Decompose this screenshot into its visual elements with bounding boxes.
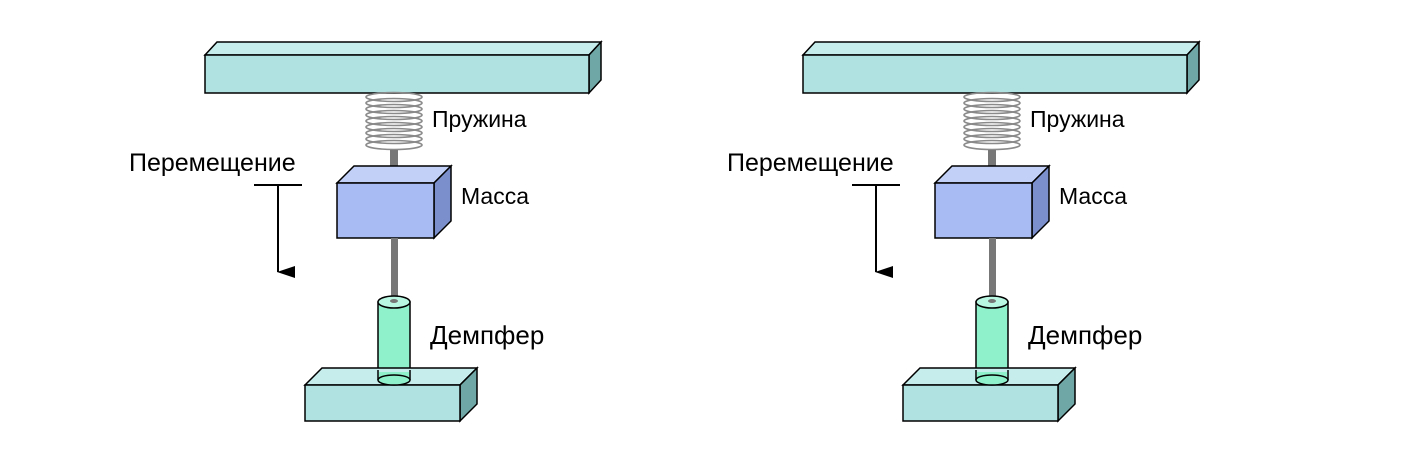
mass-label: Масса	[1059, 183, 1127, 209]
spring-label: Пружина	[432, 106, 527, 132]
top-beam	[203, 40, 603, 95]
damper-label: Демпфер	[430, 320, 544, 350]
displacement-arrow	[254, 184, 302, 278]
spring-rod	[988, 150, 996, 174]
base-block	[303, 366, 479, 423]
diagram-left: Пружина Масса Демпфер Перемещение	[129, 40, 603, 423]
base-block	[901, 366, 1077, 423]
top-beam	[801, 40, 1201, 95]
damper-rod	[989, 238, 996, 298]
diagram-right: Пружина Масса Демпфер Перемещение	[727, 40, 1201, 423]
mass-block	[933, 164, 1051, 240]
mass-block	[335, 164, 453, 240]
damper-rod	[391, 238, 398, 298]
spring-label: Пружина	[1030, 106, 1125, 132]
mass-label: Масса	[461, 183, 529, 209]
damper-label: Демпфер	[1028, 320, 1142, 350]
displacement-arrow	[852, 184, 900, 278]
spring	[365, 91, 423, 151]
displacement-label: Перемещение	[727, 149, 894, 177]
spring-rod	[390, 150, 398, 174]
spring	[963, 91, 1021, 151]
displacement-label: Перемещение	[129, 149, 296, 177]
